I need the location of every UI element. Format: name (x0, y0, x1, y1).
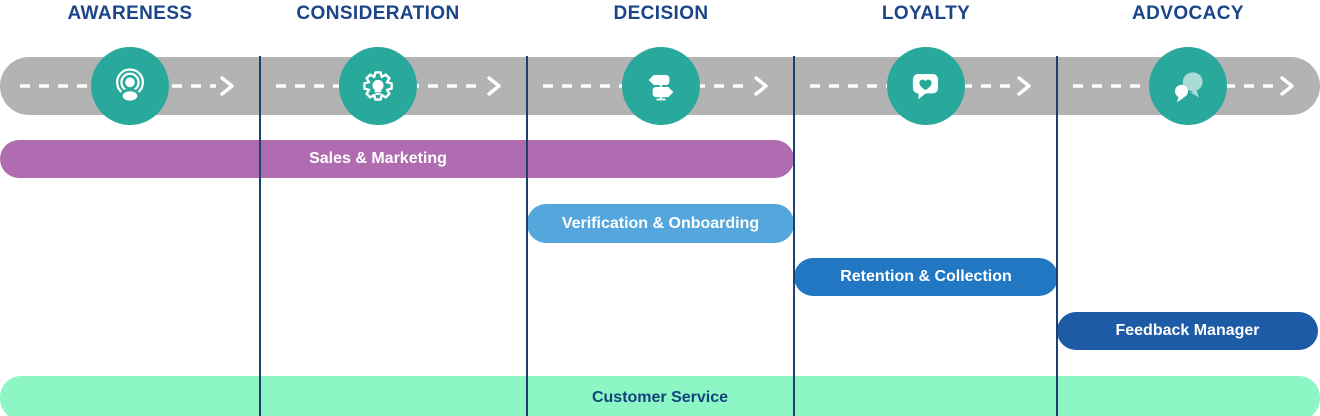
bar-label: Retention & Collection (840, 268, 1012, 285)
stage-header-awareness: AWARENESS (67, 3, 193, 24)
bar-retention-collection: Retention & Collection (794, 258, 1058, 296)
bar-label: Feedback Manager (1115, 322, 1260, 339)
stage-header-decision: DECISION (613, 3, 709, 24)
bar-label: Verification & Onboarding (561, 214, 760, 232)
column-divider (259, 56, 261, 416)
column-divider (1056, 56, 1058, 416)
stage-header-advocacy: ADVOCACY (1132, 3, 1244, 24)
bar-label: Customer Service (591, 389, 729, 406)
signpost-icon (648, 75, 674, 101)
bar-customer-service: Customer Service (0, 376, 1320, 416)
bar-verification-onboarding: Verification & Onboarding (527, 204, 794, 243)
column-divider (526, 56, 528, 416)
stage-node-loyalty (887, 47, 965, 125)
bar-label: Sales & Marketing (309, 150, 447, 167)
bar-sales-marketing: Sales & Marketing (0, 140, 794, 178)
stage-node-awareness (91, 47, 169, 125)
broadcast-person-icon (115, 68, 145, 104)
stage-node-consideration (339, 47, 417, 125)
stage-node-advocacy (1149, 47, 1227, 125)
chat-bubbles-icon (1175, 72, 1203, 103)
stage-header-loyalty: LOYALTY (881, 3, 971, 24)
column-divider (793, 56, 795, 416)
stage-node-decision (622, 47, 700, 125)
gear-lightbulb-icon (363, 71, 393, 101)
heart-badge-icon (912, 73, 939, 100)
bar-feedback-manager: Feedback Manager (1057, 312, 1318, 350)
stage-header-consideration: CONSIDERATION (296, 3, 460, 24)
